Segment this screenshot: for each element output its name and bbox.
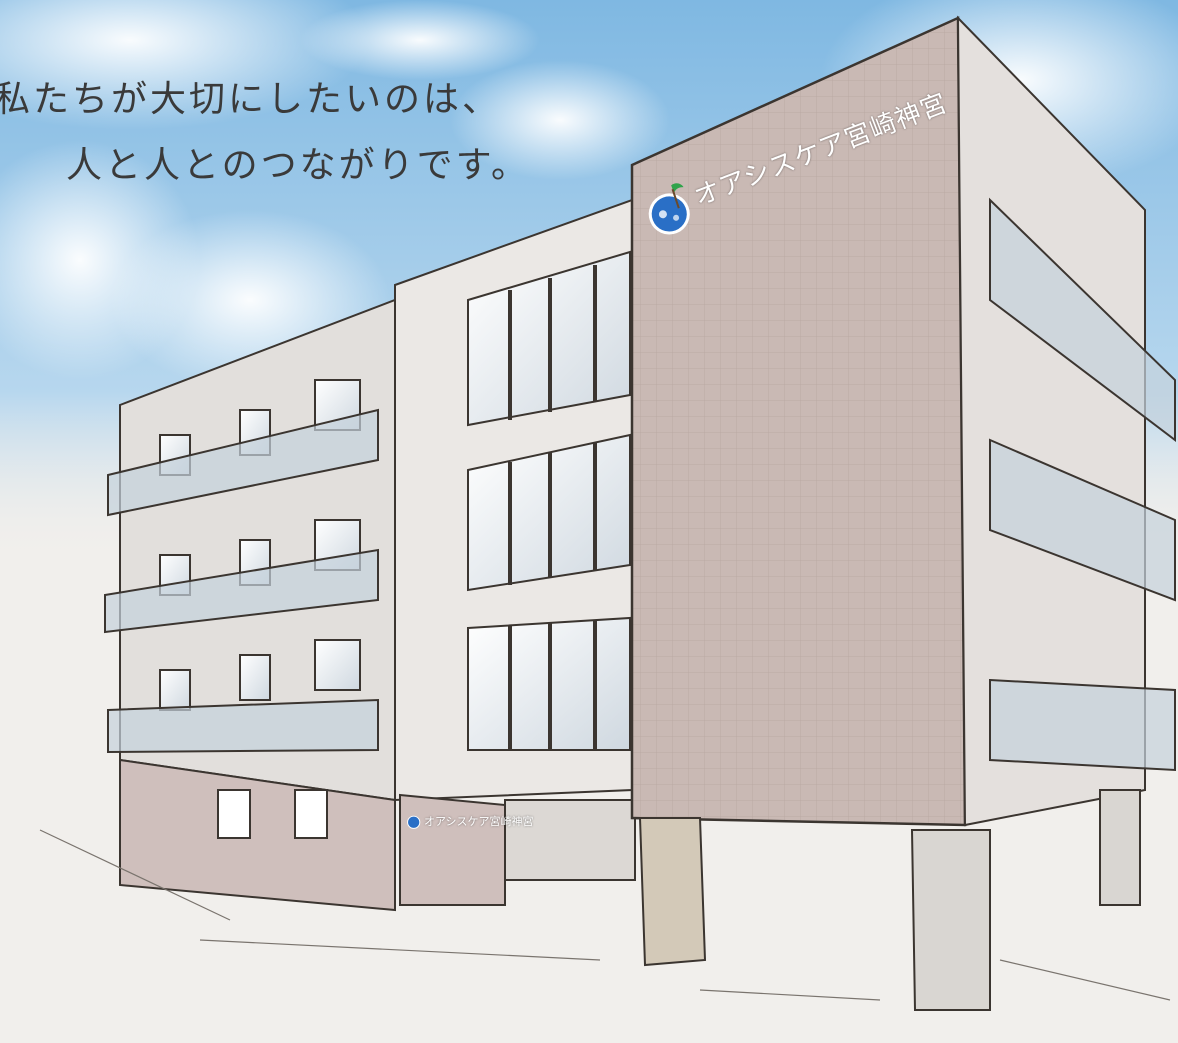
tagline-line-1: 私たちが大切にしたいのは、 — [0, 79, 502, 120]
logo-icon — [648, 183, 690, 235]
right-wing — [956, 15, 1176, 827]
pillars — [638, 789, 1141, 1011]
tagline-line-2: 人と人とのつながりです。 — [66, 145, 531, 186]
ground-sketch — [39, 829, 1171, 1001]
palm-tree-icon — [671, 183, 684, 209]
building-sign: オアシスケア宮崎神宮 — [637, 84, 952, 248]
left-wing — [104, 298, 396, 912]
logo-icon — [407, 815, 421, 829]
center-section — [394, 198, 636, 906]
entrance-sign-text: オアシスケア宮崎神宮 — [424, 815, 534, 828]
